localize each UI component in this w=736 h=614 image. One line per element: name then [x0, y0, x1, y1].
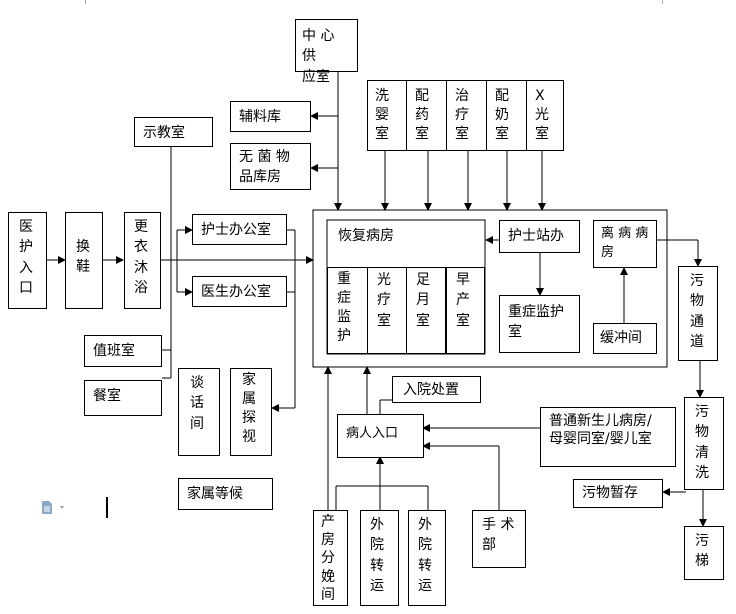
central-supply-room: 中 心 供 应室	[295, 19, 358, 85]
patient-entrance: 病人入口	[337, 414, 424, 458]
teaching-room: 示教室	[134, 117, 213, 147]
transfer-gate-2: 外 院 转 运	[408, 510, 446, 606]
nurse-station: 护士站办	[499, 220, 580, 253]
changing-shower-room: 更 衣 沐 浴	[124, 212, 161, 309]
dirty-storage-room: 污物暂存	[573, 479, 663, 508]
recovery-ward: 恢复病房	[338, 228, 394, 244]
wash-baby-room: 洗 婴 室	[367, 80, 407, 151]
dispensing-room: 配 药 室	[406, 80, 447, 151]
admission-room: 入院处置	[392, 376, 481, 403]
text-cursor	[106, 497, 108, 518]
nurse-office: 护士办公室	[192, 214, 287, 245]
central-supply-label: 中 心 供 应室	[302, 28, 335, 85]
severe-nursing-room: 重症监护 室	[499, 295, 580, 353]
phototherapy-room: 光 疗 室	[367, 267, 407, 354]
dirty-lift: 污 梯	[684, 526, 724, 580]
surgery-department: 手 术 部	[472, 510, 526, 568]
xray-room: X 光 室	[526, 80, 564, 151]
sterile-storage-room: 无 菌 物 品库房	[230, 143, 311, 190]
talk-room: 谈 话 间	[178, 368, 220, 456]
ward-frame	[312, 209, 668, 368]
staff-entrance: 医 护 入 口	[8, 212, 47, 309]
preterm-room: 早 产 室	[446, 267, 485, 354]
fullterm-room: 足 月 室	[406, 267, 446, 354]
dining-room: 餐室	[84, 380, 162, 416]
dirty-washing-room: 污 物 清 洗	[684, 397, 724, 490]
buffer-room: 缓冲间	[593, 323, 657, 354]
delivery-room: 产 房 分 娩 间	[313, 510, 348, 606]
family-waiting-area: 家属等候	[178, 478, 273, 510]
shoe-change-room: 换 鞋	[65, 212, 103, 309]
isolation-ward: 离 病 病 房	[593, 220, 657, 268]
page-corner-mark	[662, 0, 663, 4]
doctor-office: 医生办公室	[192, 276, 287, 307]
dirty-channel: 污 物 通 道	[678, 266, 718, 361]
document-icon	[42, 501, 64, 514]
transfer-gate-1: 外 院 转 运	[360, 510, 399, 606]
treatment-room: 治 疗 室	[446, 80, 487, 151]
page-corner-mark	[85, 0, 86, 4]
severe-monitoring-room: 重 症 监 护	[327, 267, 368, 354]
newborn-ward: 普通新生儿病房/ 母婴同室/婴儿室	[540, 407, 676, 467]
supplies-room: 辅料库	[230, 101, 311, 132]
family-visit-room: 家 属 探 视	[230, 368, 272, 456]
formula-room: 配 奶 室	[486, 80, 527, 151]
duty-room: 值班室	[84, 335, 162, 367]
